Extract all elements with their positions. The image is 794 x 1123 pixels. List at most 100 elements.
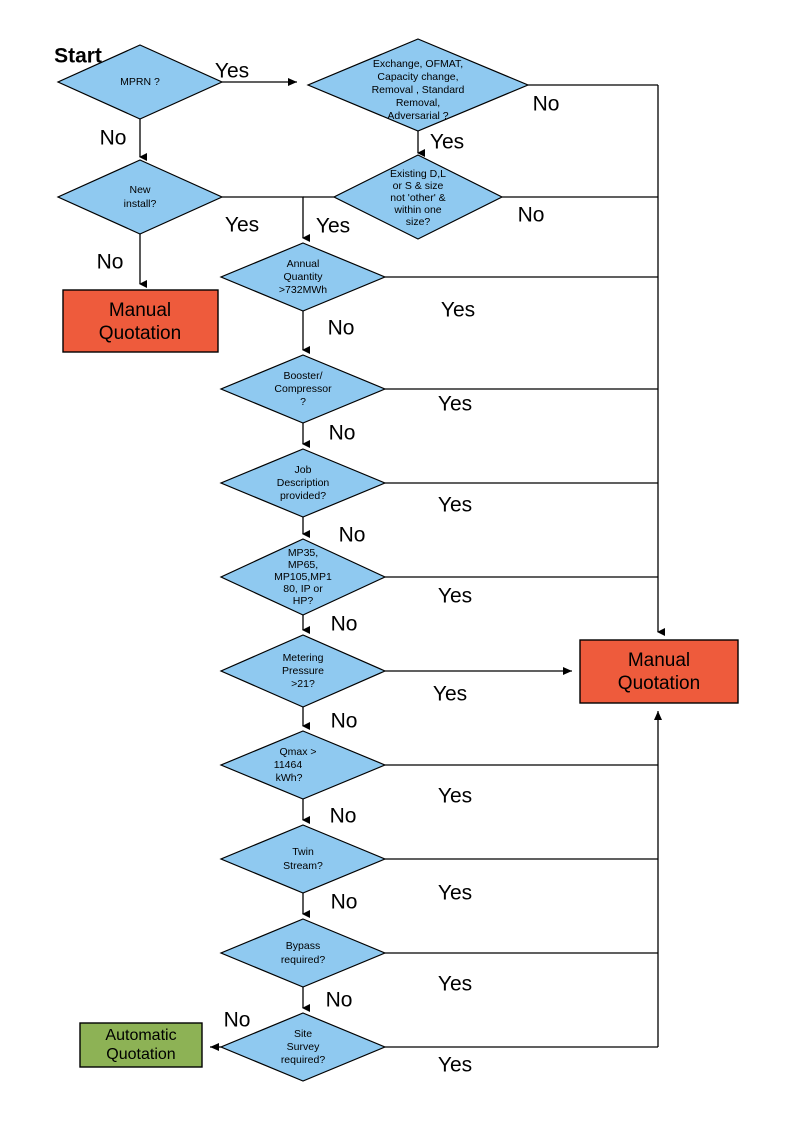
node-mp-rating[interactable]: MP35, MP65, MP105,MP1 80, IP or HP? [219, 538, 387, 616]
node-new-install-line-1: install? [124, 198, 157, 210]
label-twin-stream-no: No [331, 891, 358, 914]
decision-diamond [219, 824, 387, 894]
node-new-install-line-0: New [129, 184, 150, 196]
node-site-survey-line-1: Survey [287, 1041, 320, 1053]
label-job-description-no: No [339, 524, 366, 547]
label-twin-stream-yes: Yes [438, 882, 472, 905]
node-exchange-line-2: Removal , Standard [372, 84, 465, 96]
node-booster-line-0: Booster/ [283, 370, 322, 382]
node-existing-dls-line-1: or S & size [393, 180, 444, 192]
start-label: Start [54, 45, 102, 68]
node-qmax-line-2: kWh? [276, 772, 303, 784]
node-annual-quantity-line-1: Quantity [283, 271, 323, 283]
decision-diamond [219, 538, 387, 616]
node-existing-dls-line-3: within one [393, 204, 441, 216]
label-existing-dls-yes: Yes [316, 215, 350, 238]
node-exchange[interactable]: Exchange, OFMAT, Capacity change, Remova… [306, 38, 530, 132]
node-mp-rating-line-1: MP65, [288, 559, 318, 571]
label-site-survey-yes: Yes [438, 1054, 472, 1077]
label-booster-yes: Yes [438, 393, 472, 416]
node-manual-quotation-right[interactable]: Manual Quotation [579, 639, 739, 704]
node-annual-quantity-line-2: >732MWh [279, 284, 327, 296]
decision-diamond [219, 448, 387, 518]
node-job-description-line-2: provided? [280, 490, 326, 502]
node-existing-dls-line-0: Existing D,L [390, 168, 446, 180]
decision-diamond [219, 242, 387, 312]
connectors [139, 78, 665, 1051]
node-manual-quotation-left[interactable]: Manual Quotation [62, 289, 219, 353]
manual-left-line-1: Quotation [99, 323, 181, 344]
label-site-survey-no: No [224, 1009, 251, 1032]
label-exchange-yes: Yes [430, 131, 464, 154]
node-mprn-line-0: MPRN ? [120, 76, 160, 88]
label-mprn-yes: Yes [215, 60, 249, 83]
node-mp-rating-line-0: MP35, [288, 547, 318, 559]
label-bypass-yes: Yes [438, 973, 472, 996]
label-mprn-no: No [100, 127, 127, 150]
node-mp-rating-line-3: 80, IP or [283, 583, 323, 595]
node-qmax[interactable]: Qmax > 11464 kWh? [219, 730, 387, 800]
node-existing-dls-line-2: not 'other' & [390, 192, 445, 204]
node-qmax-line-0: Qmax > [279, 746, 316, 758]
label-qmax-yes: Yes [438, 785, 472, 808]
automatic-line-1: Quotation [106, 1046, 175, 1063]
node-annual-quantity-line-0: Annual [287, 258, 320, 270]
manual-right-line-1: Quotation [618, 673, 700, 694]
node-metering-pressure[interactable]: Metering Pressure >21? [219, 634, 387, 708]
label-annual-quantity-no: No [328, 317, 355, 340]
label-existing-dls-no: No [518, 204, 545, 227]
node-bypass-line-0: Bypass [286, 940, 320, 952]
node-metering-pressure-line-0: Metering [283, 652, 324, 664]
label-qmax-no: No [330, 805, 357, 828]
node-bypass[interactable]: Bypass required? [219, 918, 387, 988]
node-exchange-line-1: Capacity change, [377, 71, 458, 83]
node-automatic-quotation[interactable]: Automatic Quotation [79, 1022, 203, 1068]
node-bypass-line-1: required? [281, 954, 326, 966]
node-existing-dls[interactable]: Existing D,L or S & size not 'other' & w… [332, 154, 504, 240]
node-annual-quantity[interactable]: Annual Quantity >732MWh [219, 242, 387, 312]
label-exchange-no: No [533, 93, 560, 116]
label-annual-quantity-yes: Yes [441, 299, 475, 322]
decision-diamond [219, 1012, 387, 1082]
node-qmax-line-1: 11464 [274, 759, 303, 771]
node-twin-stream[interactable]: Twin Stream? [219, 824, 387, 894]
node-new-install[interactable]: New install? [56, 159, 224, 235]
label-metering-pressure-yes: Yes [433, 683, 467, 706]
node-booster[interactable]: Booster/ Compressor ? [219, 354, 387, 424]
terminal-box [79, 1022, 203, 1068]
label-new-install-no: No [97, 251, 124, 274]
node-mp-rating-line-4: HP? [293, 595, 314, 607]
node-metering-pressure-line-2: >21? [291, 678, 315, 690]
node-site-survey-line-2: required? [281, 1054, 326, 1066]
node-metering-pressure-line-1: Pressure [282, 665, 324, 677]
label-booster-no: No [329, 422, 356, 445]
terminal-box [579, 639, 739, 704]
label-metering-pressure-no: No [331, 710, 358, 733]
label-mp-rating-yes: Yes [438, 585, 472, 608]
label-bypass-no: No [326, 989, 353, 1012]
manual-left-line-0: Manual [109, 300, 171, 321]
node-mp-rating-line-2: MP105,MP1 [274, 571, 332, 583]
label-mp-rating-no: No [331, 613, 358, 636]
node-site-survey[interactable]: Site Survey required? [219, 1012, 387, 1082]
node-site-survey-line-0: Site [294, 1028, 312, 1040]
label-job-description-yes: Yes [438, 494, 472, 517]
node-exchange-line-0: Exchange, OFMAT, [373, 58, 463, 70]
node-mprn[interactable]: MPRN ? [56, 44, 224, 120]
label-new-install-yes: Yes [225, 214, 259, 237]
decision-diamond [56, 159, 224, 235]
automatic-line-0: Automatic [105, 1027, 176, 1044]
node-job-description[interactable]: Job Description provided? [219, 448, 387, 518]
node-twin-stream-line-1: Stream? [283, 860, 323, 872]
node-exchange-line-4: Adversarial ? [387, 110, 448, 122]
decision-diamond [219, 918, 387, 988]
node-exchange-line-3: Removal, [396, 97, 440, 109]
edge-labels: Yes No No Yes Yes No No Yes Yes No Yes N… [97, 60, 560, 1077]
node-booster-line-1: Compressor [274, 383, 332, 395]
decision-diamond [306, 38, 530, 132]
decision-diamond [219, 634, 387, 708]
decision-diamond [332, 154, 504, 240]
node-existing-dls-line-4: size? [406, 216, 431, 228]
